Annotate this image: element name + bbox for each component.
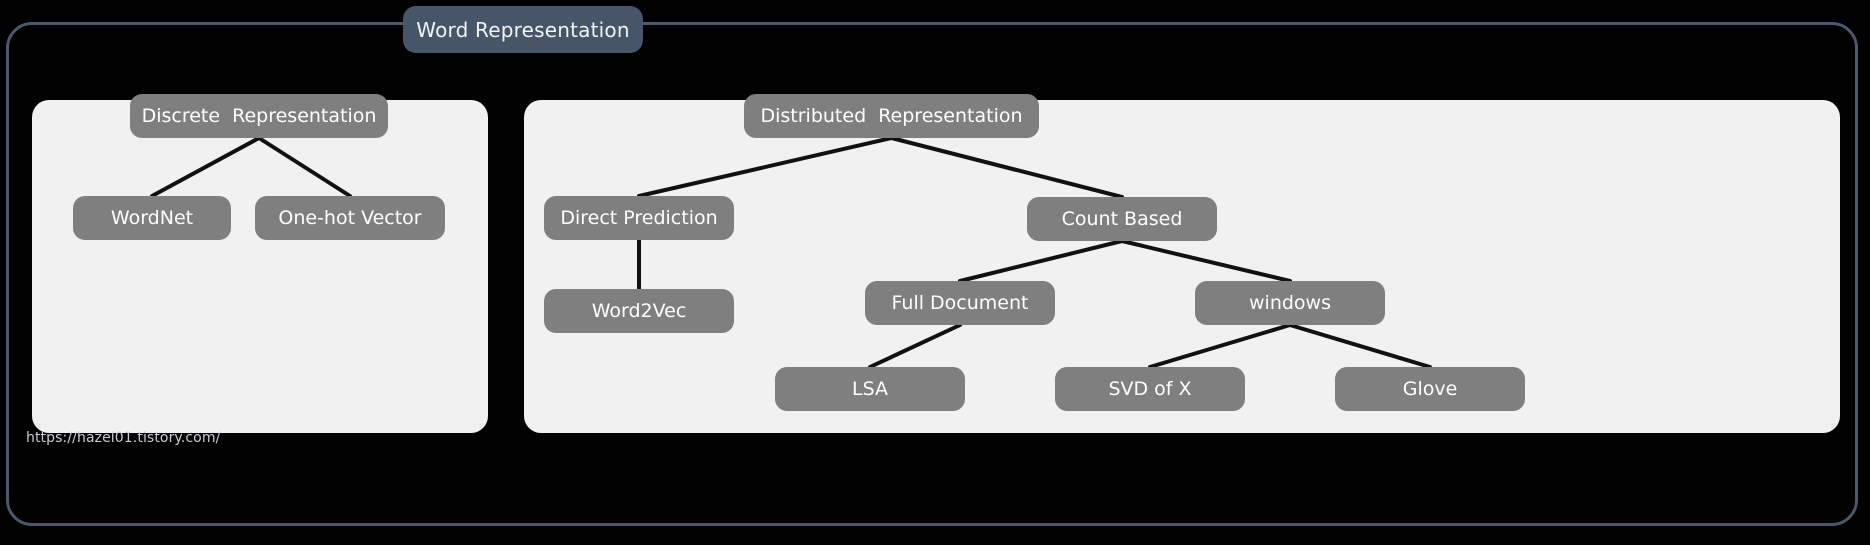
node-onehot: One-hot Vector <box>255 196 445 240</box>
node-svd-of-x: SVD of X <box>1055 367 1245 411</box>
node-word2vec: Word2Vec <box>544 289 734 333</box>
watermark-url: https://hazel01.tistory.com/ <box>26 430 221 446</box>
node-discrete: Discrete Representation <box>130 94 388 138</box>
diagram-title: Word Representation <box>403 6 643 53</box>
node-wordnet: WordNet <box>73 196 231 240</box>
node-lsa: LSA <box>775 367 965 411</box>
outer-frame <box>6 22 1858 526</box>
discrete-panel <box>32 100 488 433</box>
node-glove: Glove <box>1335 367 1525 411</box>
node-full-document: Full Document <box>865 281 1055 325</box>
node-direct-prediction: Direct Prediction <box>544 196 734 240</box>
node-windows: windows <box>1195 281 1385 325</box>
node-distributed: Distributed Representation <box>744 94 1039 138</box>
node-count-based: Count Based <box>1027 197 1217 241</box>
